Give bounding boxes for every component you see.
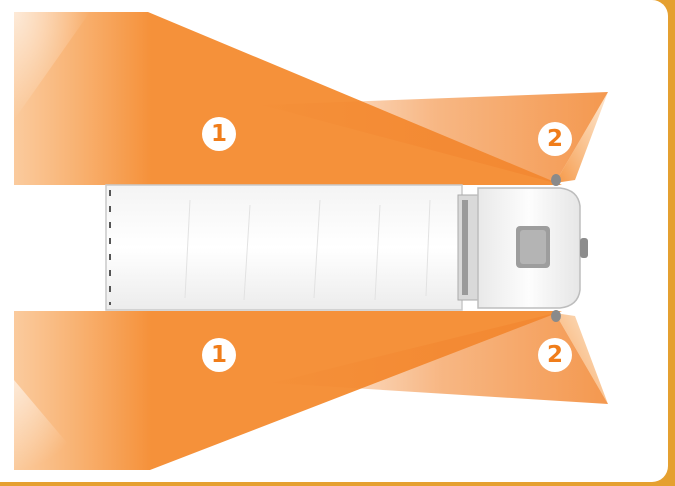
zone-2-marker-upper: 2 (538, 122, 572, 156)
upper-corner-fade (14, 12, 90, 120)
zone-2-marker-lower: 2 (538, 338, 572, 372)
lower-corner-fade (14, 380, 90, 470)
upper-zone-2-spike (262, 92, 608, 183)
side-mirror-icon (551, 174, 561, 322)
zone-1-marker-lower: 1 (202, 338, 236, 372)
lower-zone-2-spike (272, 313, 608, 404)
truck-top-view-icon (105, 184, 588, 311)
zone-1-marker-upper: 1 (202, 117, 236, 151)
